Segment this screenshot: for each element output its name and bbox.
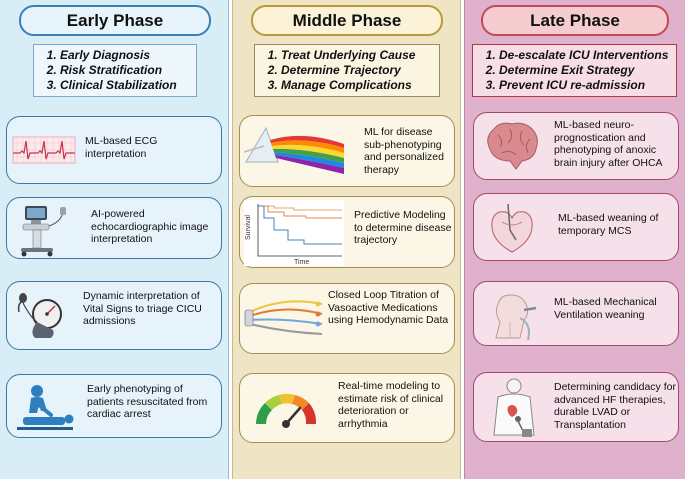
ultrasound-machine-icon (21, 206, 66, 257)
middle-card-trajectory: Survival Time Predictive Modeling to det… (239, 196, 455, 268)
card-label: Determining candidacy for advanced HF th… (554, 381, 676, 431)
late-phase-goals: De-escalate ICU Interventions Determine … (472, 44, 677, 97)
late-card-neuro: ML-based neuro-prognostication and pheno… (473, 112, 679, 180)
card-label: Real-time modeling to estimate risk of c… (338, 380, 444, 430)
early-phase-goals: Early Diagnosis Risk Stratification Clin… (33, 44, 197, 97)
survival-curve-icon: Survival Time (244, 200, 344, 266)
iv-lines-icon (244, 300, 323, 335)
middle-phase-column: Middle Phase Treat Underlying Cause Dete… (232, 0, 461, 479)
early-card-cpr: Early phenotyping of patients resuscitat… (6, 374, 222, 438)
goal-item: Risk Stratification (60, 63, 190, 78)
early-card-echo: AI-powered echocardiographic image inter… (6, 197, 222, 259)
early-card-vitals: Dynamic interpretation of Vital Signs to… (6, 281, 222, 350)
prism-spectrum-icon (244, 126, 344, 174)
late-phase-column: Late Phase De-escalate ICU Interventions… (464, 0, 685, 479)
middle-phase-goals: Treat Underlying Cause Determine Traject… (254, 44, 440, 97)
mini-chart-xlabel: Time (294, 259, 309, 266)
late-card-mcs: ML-based weaning of temporary MCS (473, 193, 679, 261)
late-card-ventilation: ML-based Mechanical Ventilation weaning (473, 281, 679, 346)
card-label: Predictive Modeling to determine disease… (354, 209, 452, 246)
late-phase-title: Late Phase (481, 5, 669, 36)
goal-item: Prevent ICU re-admission (499, 78, 670, 93)
goal-item: Clinical Stabilization (60, 78, 190, 93)
card-label: ML-based weaning of temporary MCS (558, 212, 659, 237)
card-label: ML-based neuro-prognostication and pheno… (554, 119, 663, 169)
card-label: Closed Loop Titration of Vasoactive Medi… (328, 289, 449, 326)
blood-pressure-cuff-icon (17, 293, 62, 338)
card-label: ML-based ECG interpretation (85, 135, 158, 160)
early-phase-column: Early Phase Early Diagnosis Risk Stratif… (0, 0, 229, 479)
risk-gauge-icon (256, 393, 317, 428)
goal-item: Determine Trajectory (281, 63, 433, 78)
goal-item: Manage Complications (281, 78, 433, 93)
card-label: ML for disease sub-phenotyping and perso… (364, 126, 444, 176)
ventilated-patient-icon (495, 294, 537, 341)
early-card-ecg: ML-based ECG interpretation (6, 116, 222, 184)
early-phase-title: Early Phase (19, 5, 211, 36)
card-label: Dynamic interpretation of Vital Signs to… (83, 290, 202, 327)
middle-card-subphenotyping: ML for disease sub-phenotyping and perso… (239, 115, 455, 187)
cpr-icon (17, 385, 74, 430)
middle-phase-title: Middle Phase (251, 5, 443, 36)
brain-icon (487, 122, 538, 170)
lvad-patient-icon (493, 378, 535, 437)
goal-item: Treat Underlying Cause (281, 48, 433, 63)
card-label: ML-based Mechanical Ventilation weaning (554, 296, 657, 321)
goal-item: De-escalate ICU Interventions (499, 48, 670, 63)
mini-chart-ylabel: Survival (245, 215, 252, 240)
ecg-strip-icon (12, 136, 76, 164)
card-label: AI-powered echocardiographic image inter… (91, 208, 209, 245)
goal-item: Determine Exit Strategy (499, 63, 670, 78)
late-card-hf-therapies: Determining candidacy for advanced HF th… (473, 372, 679, 442)
heart-device-icon (491, 203, 533, 253)
middle-card-titration: Closed Loop Titration of Vasoactive Medi… (239, 283, 455, 354)
goal-item: Early Diagnosis (60, 48, 190, 63)
card-label: Early phenotyping of patients resuscitat… (87, 383, 208, 420)
middle-card-risk: Real-time modeling to estimate risk of c… (239, 373, 455, 443)
